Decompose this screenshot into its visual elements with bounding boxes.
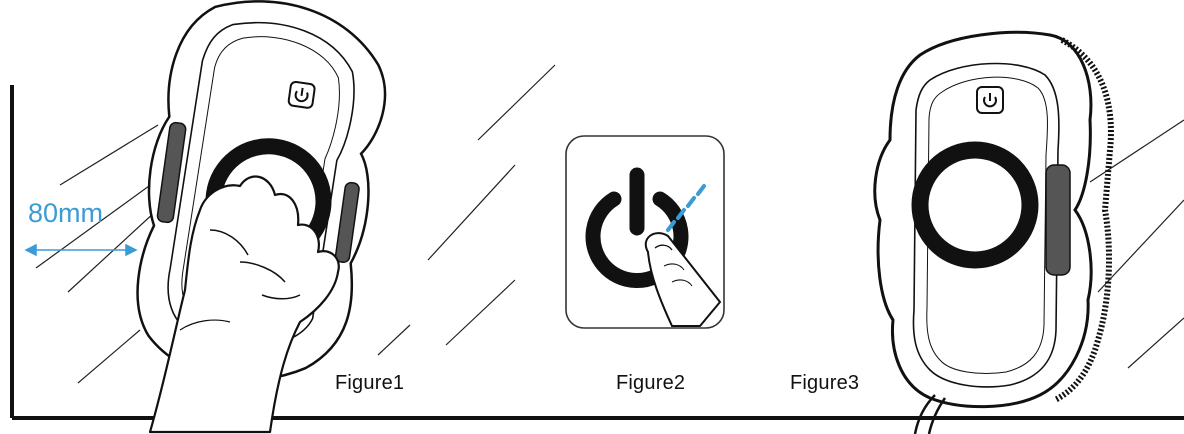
robot-handle-ring	[911, 141, 1039, 269]
press-indicator	[666, 184, 706, 232]
hand-icon	[148, 175, 340, 434]
power-icon	[287, 80, 316, 109]
power-icon	[976, 86, 1004, 114]
power-icon	[585, 167, 689, 288]
figure2-caption: Figure2	[616, 372, 686, 394]
robot-figure3	[873, 30, 1114, 434]
figure1-caption: Figure1	[335, 372, 405, 394]
power-button-panel	[565, 135, 725, 329]
distance-label: 80mm	[28, 198, 104, 228]
finger-icon	[644, 232, 722, 327]
distance-arrow	[24, 243, 138, 257]
figure3-caption: Figure3	[790, 372, 860, 394]
power-cable-icon	[913, 394, 936, 434]
